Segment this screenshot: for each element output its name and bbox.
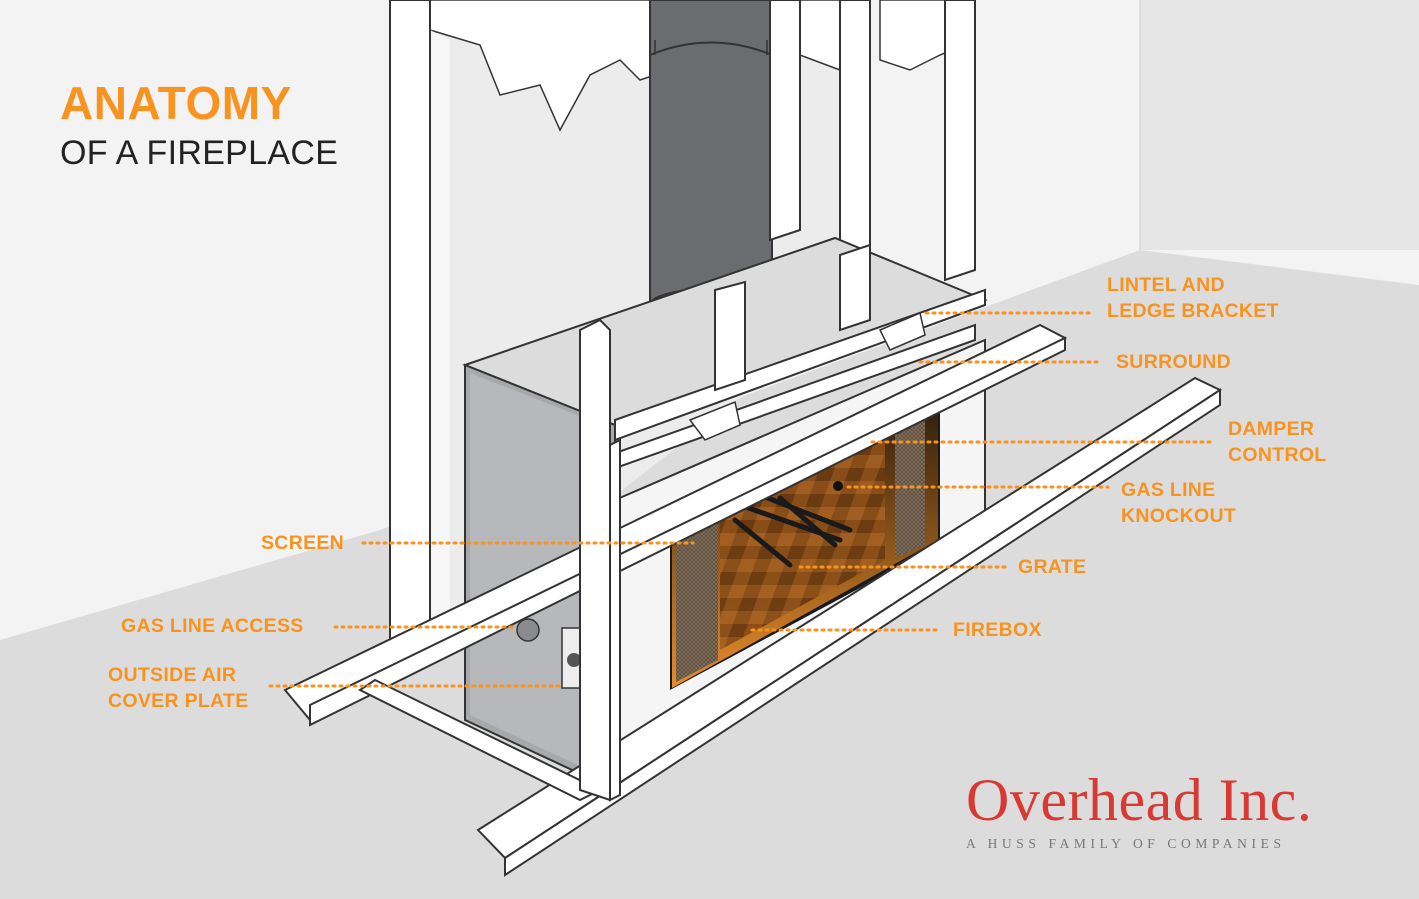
page-subtitle: OF A FIREPLACE <box>60 134 339 172</box>
logo-name: Overhead Inc. <box>966 767 1313 833</box>
ledge-brackets <box>688 311 926 441</box>
label-grate: GRATE <box>1018 556 1087 578</box>
label-gas-knockout-line1: GAS LINE <box>1121 479 1216 501</box>
label-outside-air: OUTSIDE AIR COVER PLATE <box>108 662 249 714</box>
label-outside-air-line1: OUTSIDE AIR <box>108 664 237 686</box>
label-firebox: FIREBOX <box>953 619 1042 641</box>
label-gas-access: GAS LINE ACCESS <box>121 615 304 637</box>
label-gas-knockout-line2: KNOCKOUT <box>1121 505 1237 527</box>
company-logo: Overhead Inc. A HUSS FAMILY OF COMPANIES <box>966 770 1312 852</box>
label-outside-air-line2: COVER PLATE <box>108 690 249 712</box>
title-block: ANATOMY OF A FIREPLACE <box>60 80 338 173</box>
label-gas-knockout: GAS LINE KNOCKOUT <box>1121 477 1236 529</box>
label-damper: DAMPER CONTROL <box>1228 416 1327 468</box>
label-lintel-line2: LEDGE BRACKET <box>1107 300 1279 322</box>
leader-lines <box>268 311 1217 688</box>
label-damper-line2: CONTROL <box>1228 444 1327 466</box>
label-surround: SURROUND <box>1116 351 1232 373</box>
label-damper-line1: DAMPER <box>1228 418 1315 440</box>
surround <box>614 338 986 792</box>
page-title: ANATOMY <box>60 77 292 129</box>
floor-plates <box>283 323 1223 877</box>
label-lintel: LINTEL AND LEDGE BRACKET <box>1107 272 1279 324</box>
label-screen: SCREEN <box>261 532 345 554</box>
label-lintel-line1: LINTEL AND <box>1107 274 1225 296</box>
logo-tagline: A HUSS FAMILY OF COMPANIES <box>966 836 1286 851</box>
front-studs <box>579 318 621 802</box>
